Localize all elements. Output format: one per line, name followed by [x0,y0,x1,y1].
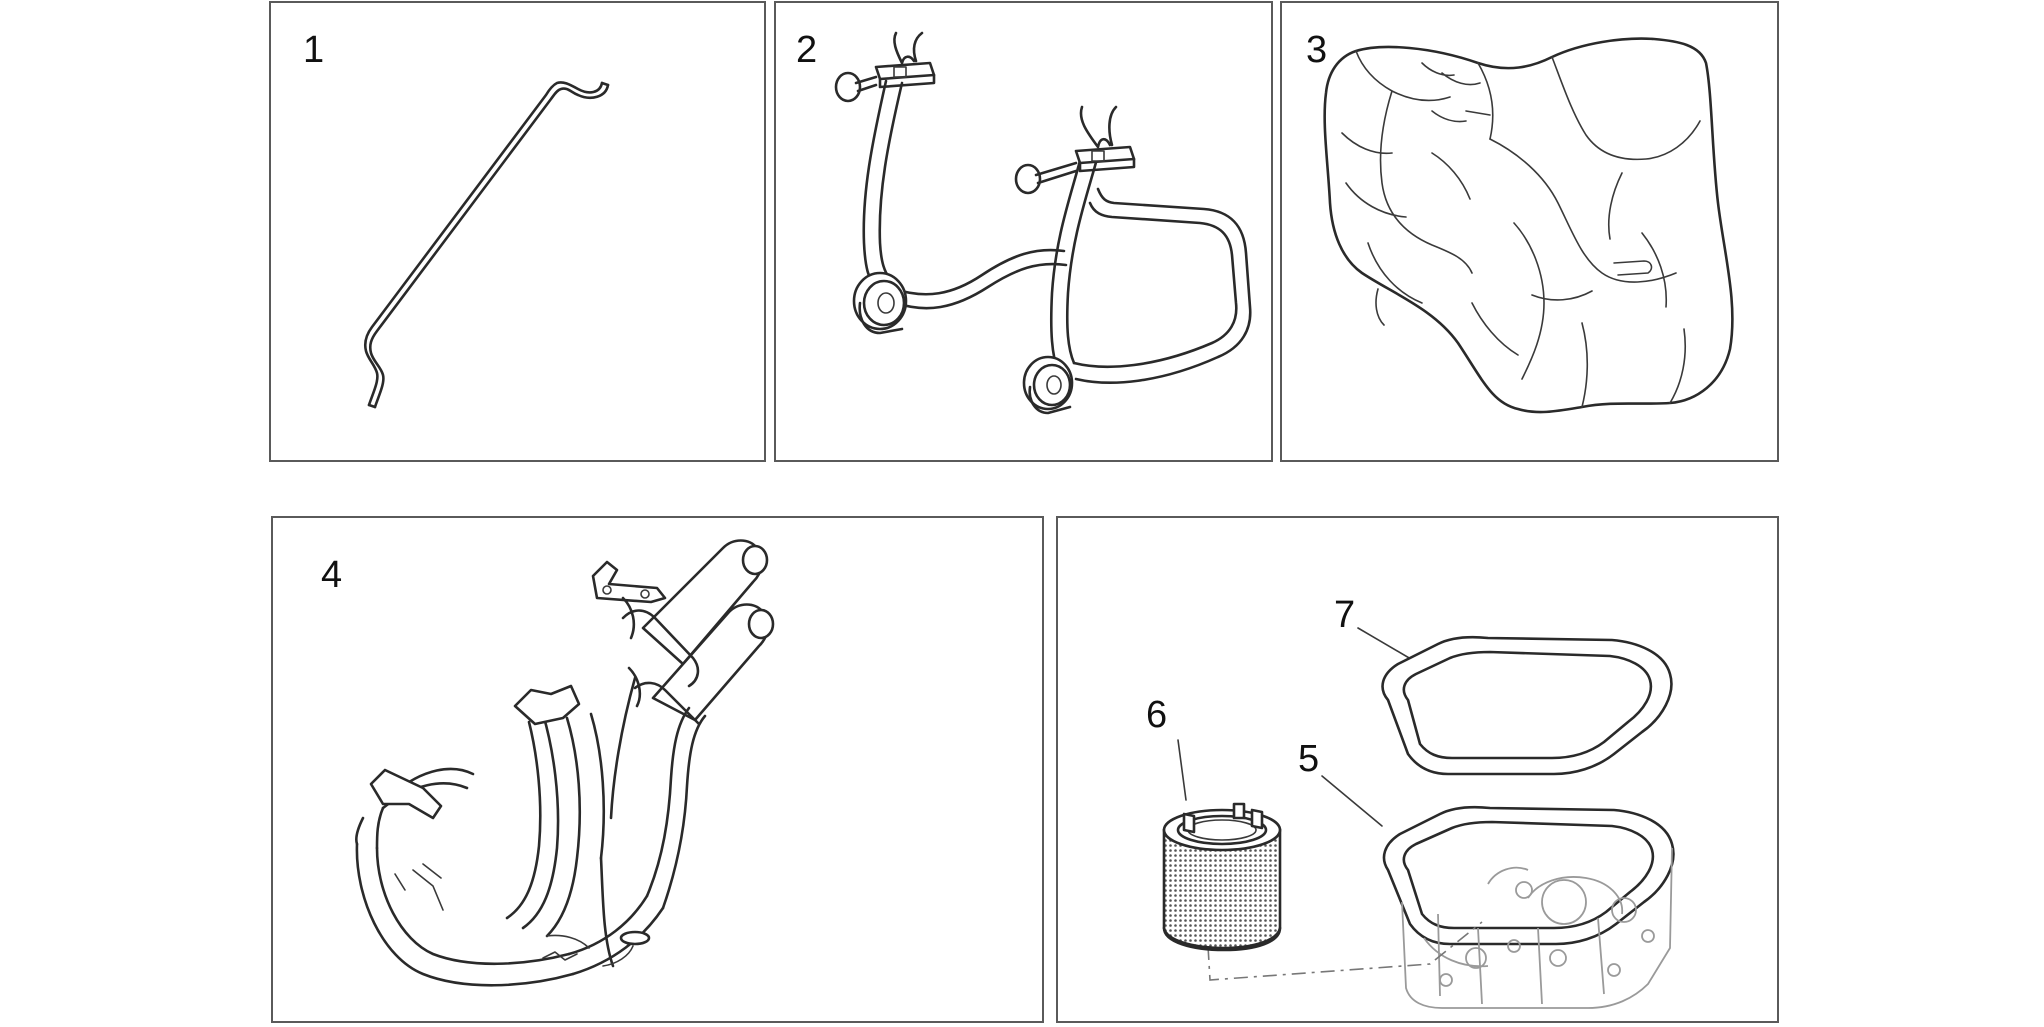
panel-1: 1 [269,1,766,462]
panel-5: 7 6 5 [1056,516,1779,1023]
motorcycle-cover-illustration [1323,37,1734,414]
callout-3: 3 [1306,29,1328,71]
callout-5: 5 [1298,738,1320,780]
panel-2: 2 [774,1,1273,462]
callout-6: 6 [1146,694,1168,736]
panel-4: 4 [271,516,1044,1023]
exhaust-system-illustration [354,539,775,987]
callout-4: 4 [321,554,343,596]
oil-sump-filter-illustration [1162,627,1675,1009]
callout-2: 2 [796,29,818,71]
support-rod-illustration [363,81,610,409]
callout-1: 1 [303,29,325,71]
paddock-stand-illustration [834,31,1252,415]
panel-3: 3 [1280,1,1779,462]
callout-7: 7 [1334,594,1356,636]
